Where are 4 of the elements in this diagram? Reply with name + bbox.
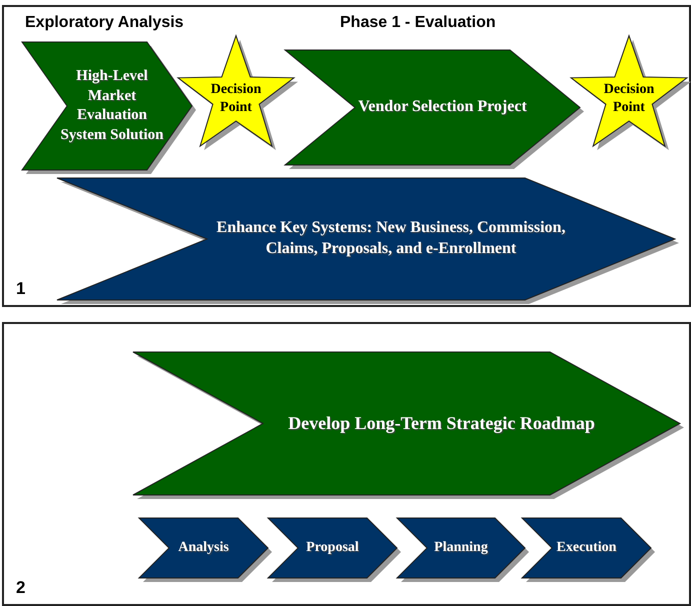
phase-heading: Exploratory Analysis [25, 14, 184, 32]
panel-number: 2 [16, 578, 26, 598]
panel-number: 1 [16, 279, 26, 299]
phase-heading: Phase 1 - Evaluation [340, 14, 496, 32]
